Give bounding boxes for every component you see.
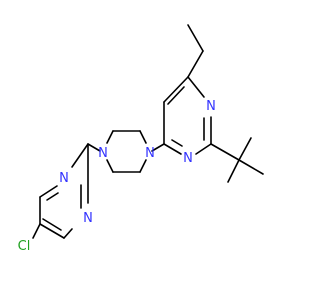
- bond-pip-c6-n1: [139, 159, 147, 173]
- atom-n-pip-right: N: [145, 146, 155, 161]
- atom-n-pyr-upper: N: [206, 99, 216, 114]
- bond-cpyr-c4-n3-inner: [46, 192, 59, 201]
- bond-cpyr-n1-c6: [63, 228, 73, 239]
- bond-pip-c3-n4: [106, 130, 114, 144]
- molecule-structure-diagram: N N N N N N Cl: [18, 24, 264, 254]
- bond-cpyr-c6-c5: [39, 223, 65, 239]
- atom-n-pip-left: N: [98, 146, 108, 161]
- bond-cpyr-c6-c5-inner: [42, 218, 62, 231]
- bond-ring-tbutyl: [210, 143, 240, 161]
- bond-c5-cl: [32, 223, 41, 239]
- bond-npip-cpyr: [87, 143, 101, 152]
- bond-pyr-n3-c2: [195, 143, 212, 155]
- bond-tbutyl-me-down: [227, 159, 240, 183]
- bond-pyr-c4-n3-inner: [171, 139, 183, 147]
- bond-pyr-n1-c6: [187, 76, 205, 98]
- bond-pyr-c6-c5: [163, 76, 189, 103]
- atom-labels: N N N N N N Cl: [18, 99, 216, 254]
- atom-n-cpyr-lower: N: [83, 211, 93, 226]
- bond-pyr-c6-c5-inner: [167, 86, 185, 105]
- bond-pyr-c4-npip: [151, 143, 165, 152]
- bond-cpyr-c2-n3: [71, 143, 89, 168]
- bond-cpyr-c4-n3: [39, 185, 58, 198]
- bond-tbutyl-me-right: [238, 159, 264, 175]
- atom-n-pyr-lower: N: [183, 151, 193, 166]
- atom-cl: Cl: [18, 239, 31, 254]
- bond-ethyl-ch2-ch3: [187, 24, 204, 52]
- molecule-svg: N N N N N N Cl: [18, 24, 264, 254]
- bond-pip-n1-c2: [139, 130, 147, 144]
- bonds: [32, 24, 264, 239]
- atom-n-cpyr-upper: N: [59, 171, 69, 186]
- bond-tbutyl-me-up: [238, 137, 252, 161]
- bond-pip-n4-c5: [106, 159, 114, 173]
- bond-ring-ethyl: [187, 50, 204, 78]
- bond-pyr-c4-n3: [163, 143, 182, 155]
